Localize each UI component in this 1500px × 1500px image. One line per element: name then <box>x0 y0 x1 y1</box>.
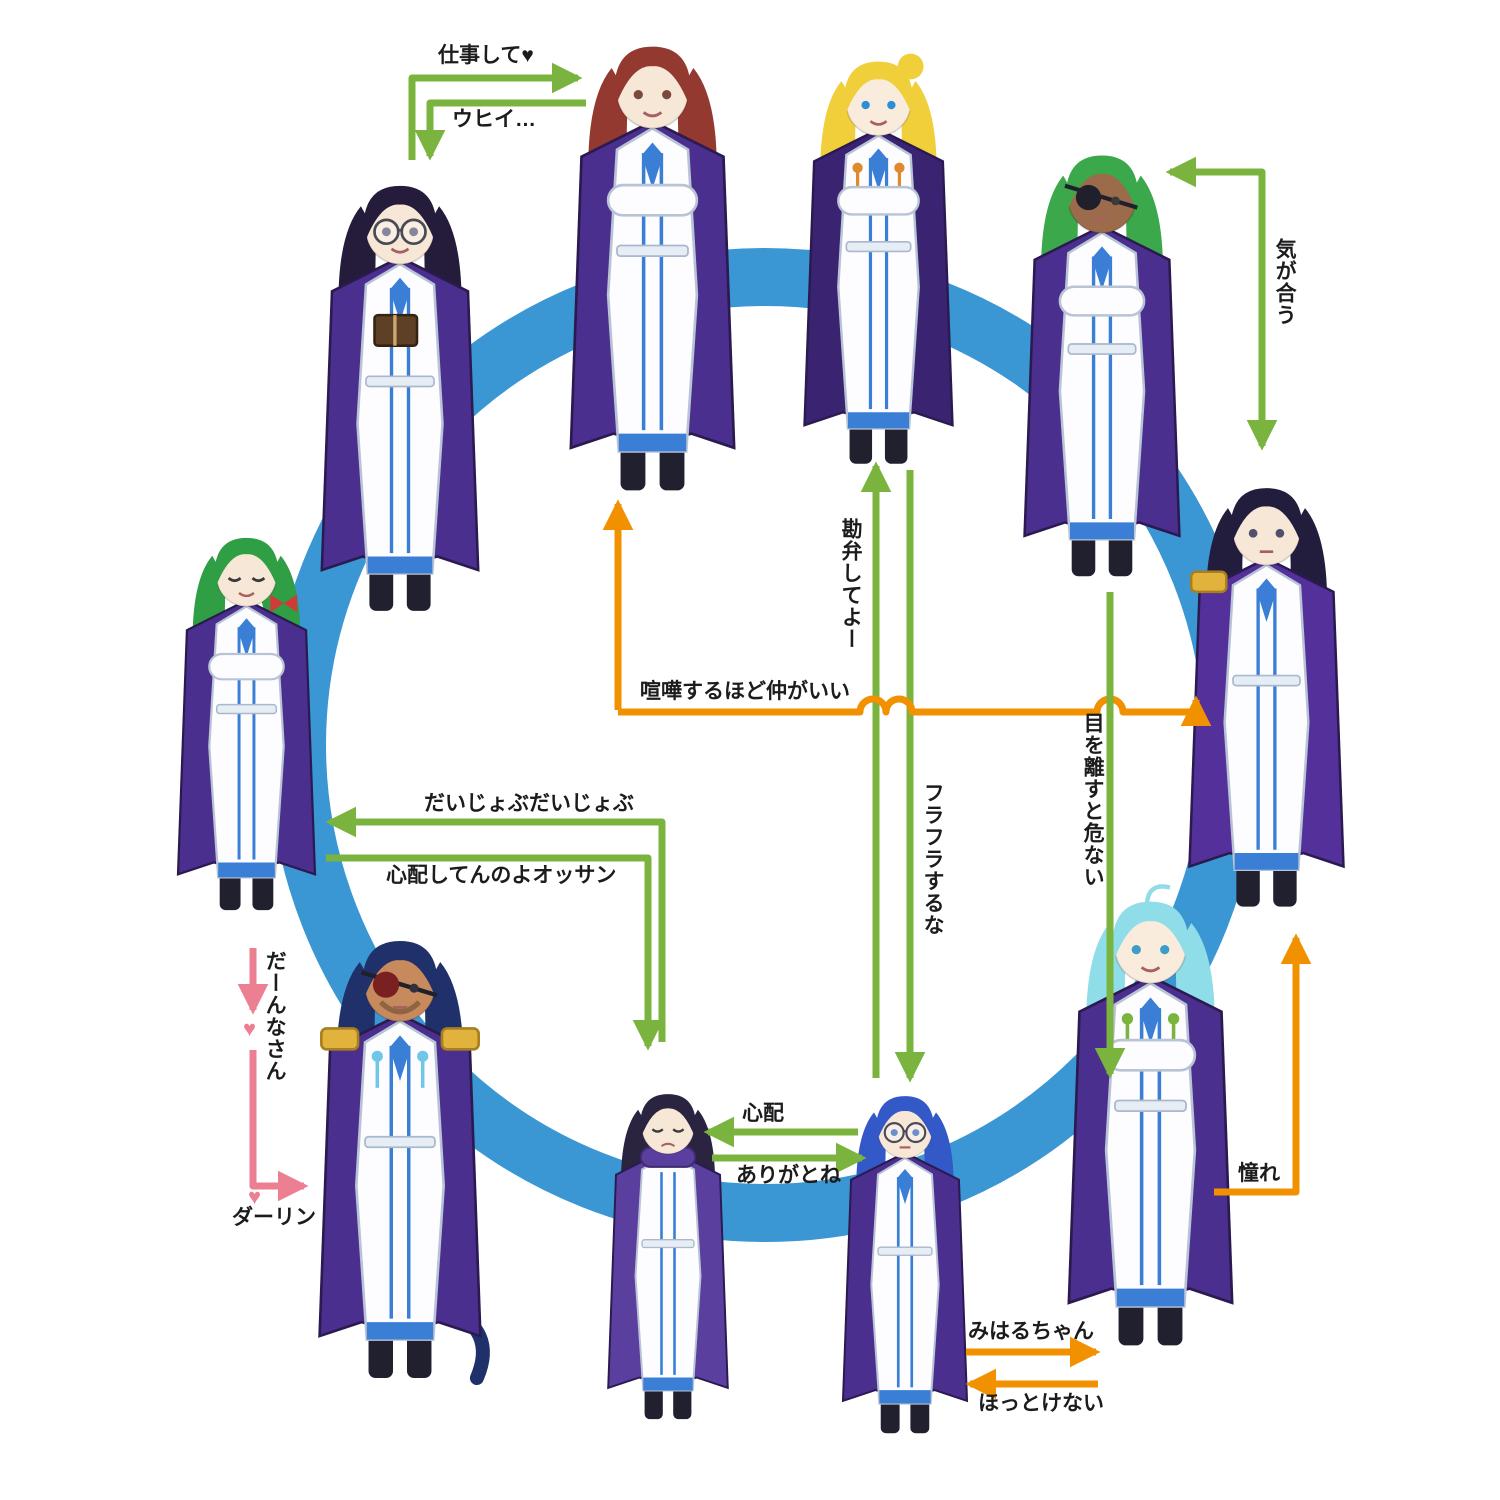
relation-label-kenka: 喧嘩するほど仲がいい <box>640 680 850 703</box>
character-green-eyepatch <box>1001 135 1203 590</box>
character-dark-pauldron <box>1166 468 1367 920</box>
character-cyan-tall <box>1044 880 1257 1360</box>
heart-icon: ♥ <box>248 1184 262 1209</box>
character-figure-green-eyepatch <box>1023 155 1181 577</box>
relation-label-metohanasu: 目を離すと危ない <box>1081 712 1105 888</box>
character-navy-eyepatch <box>295 920 505 1392</box>
heart-icon: ♥ <box>243 1016 257 1041</box>
character-figure-scribe <box>320 185 480 611</box>
relation-label-akogare: 憧れ <box>1238 1162 1280 1185</box>
relation-label-arigato: ありがとね <box>736 1164 841 1187</box>
character-weary <box>590 1078 746 1430</box>
relation-label-furafura: フラフラするな <box>921 782 945 936</box>
relation-label-darling: ダーリン <box>232 1206 316 1229</box>
relation-label-miharu-chan: みはるちゃん <box>968 1320 1094 1343</box>
character-blonde <box>782 42 975 477</box>
relation-label-dannasan: だーんなさん <box>263 950 287 1082</box>
character-scribe <box>298 165 502 625</box>
character-figure-small-glasses <box>841 1096 969 1434</box>
character-figure-dark-pauldron <box>1187 488 1345 907</box>
character-figure-cyan-tall <box>1066 884 1234 1346</box>
character-green-braid <box>157 520 336 922</box>
relation-label-hottokenai: ほっとけない <box>978 1392 1104 1415</box>
relation-label-daijobu: だいじょぶだいじょぶ <box>424 792 634 815</box>
relation-label-kigaau: 気が合う <box>1273 238 1297 326</box>
character-figure-redhead <box>568 46 736 491</box>
relation-label-uhii: ウヒイ… <box>452 108 536 131</box>
relation-label-shinpai: 心配 <box>742 1102 784 1125</box>
character-small-glasses <box>824 1080 986 1444</box>
character-figure-navy-eyepatch <box>318 940 490 1386</box>
character-figure-blonde <box>802 53 954 464</box>
relation-label-kanben: 勘弁してよー <box>839 518 863 650</box>
character-figure-green-braid <box>176 537 316 911</box>
relation-label-shigoto: 仕事して♥ <box>438 44 534 67</box>
relation-label-shinpai-ossan: 心配してんのよオッサン <box>386 864 617 887</box>
character-redhead <box>546 25 759 505</box>
character-figure-weary <box>607 1094 729 1420</box>
